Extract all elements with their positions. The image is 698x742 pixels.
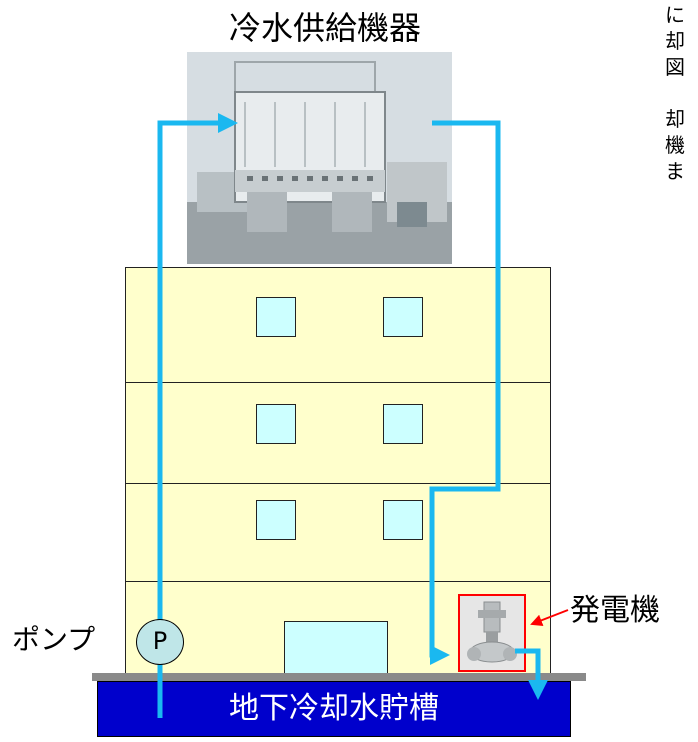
generator-box: [458, 594, 526, 672]
discharge-pipe: [515, 648, 548, 700]
generator-pointer: [530, 609, 569, 626]
generator-icon: [467, 601, 517, 663]
underground-tank: [97, 681, 571, 737]
side-text-line: 図: [665, 55, 685, 79]
window: [256, 404, 296, 444]
window: [383, 404, 423, 444]
window: [256, 500, 296, 540]
window: [383, 500, 423, 540]
entrance-door: [284, 621, 388, 677]
building-floor-4: [125, 267, 551, 383]
pump-label: ポンプ: [12, 623, 96, 656]
tank-label: 地下冷却水貯槽: [229, 691, 439, 726]
side-text-line: 機: [665, 133, 685, 157]
window: [383, 297, 423, 337]
side-text-line: に: [665, 3, 685, 27]
pump-symbol: P: [136, 619, 184, 665]
side-text-line: 却: [665, 29, 685, 53]
return-pipe: [429, 120, 501, 665]
side-text-column: に 却 図 却 機 ま: [665, 2, 698, 184]
cooling-tower-photo: [187, 52, 452, 264]
side-text-line: 却: [665, 107, 685, 131]
ground-slab: [92, 673, 586, 681]
side-text-line: [665, 80, 698, 106]
supply-pipe-up: [157, 113, 238, 620]
diagram-title: 冷水供給機器: [228, 9, 421, 47]
building-floor-2: [125, 483, 551, 582]
cooling-tower-illustration: [187, 52, 452, 264]
window: [256, 297, 296, 337]
side-text-line: ま: [665, 159, 685, 183]
generator-label: 発電機: [570, 593, 660, 628]
